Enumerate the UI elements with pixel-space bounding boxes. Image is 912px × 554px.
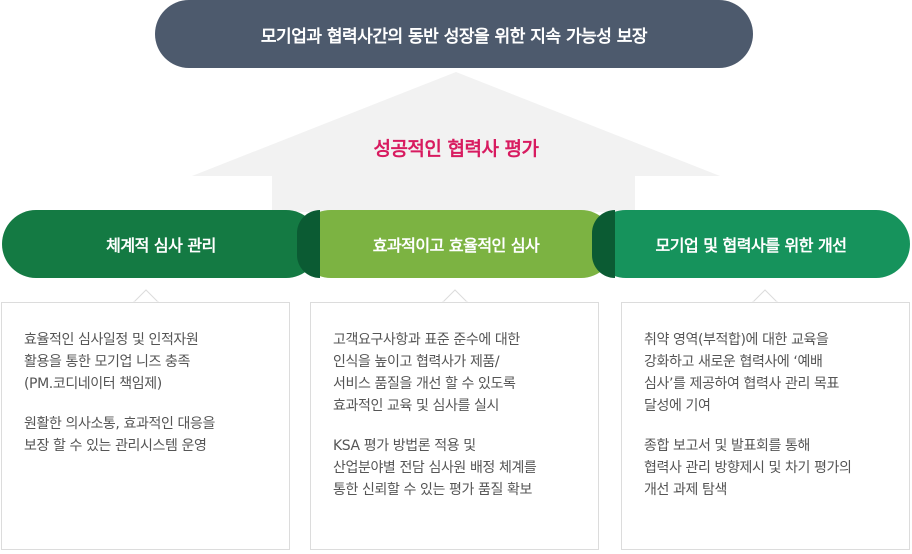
box-3-notch xyxy=(752,289,778,303)
box-1-notch xyxy=(133,289,159,303)
top-banner: 모기업과 협력사간의 동반 성장을 위한 지속 가능성 보장 xyxy=(155,0,753,68)
pillar-overlap-2 xyxy=(592,210,615,278)
pillar-2-paragraph-1: 고객요구사항과 표준 준수에 대한 인식을 높이고 협력사가 제품/ 서비스 품… xyxy=(333,332,520,414)
center-title: 성공적인 협력사 평가 xyxy=(373,138,539,160)
pillar-overlap-1 xyxy=(297,210,320,278)
pillar-1-label: 체계적 심사 관리 xyxy=(106,236,216,255)
pillar-1-header: 체계적 심사 관리 xyxy=(2,210,320,278)
pillar-3-paragraph-1: 취약 영역(부적합)에 대한 교육을 강화하고 새로운 협력사에 ‘예배 심사’… xyxy=(644,332,839,414)
pillar-3-header: 모기업 및 협력사를 위한 개선 xyxy=(592,210,910,278)
pillar-3-paragraph-2: 종합 보고서 및 발표회를 통해 협력사 관리 방향제시 및 차기 평가의 개선… xyxy=(644,438,852,498)
pillar-3-description-box: 취약 영역(부적합)에 대한 교육을 강화하고 새로운 협력사에 ‘예배 심사’… xyxy=(621,302,910,550)
pillar-2-paragraph-2: KSA 평가 방법론 적용 및 산업분야별 전담 심사원 배정 체계를 통한 신… xyxy=(333,438,537,498)
pillar-1-description-box: 효율적인 심사일정 및 인적자원 활용을 통한 모기업 니즈 충족 (PM.코디… xyxy=(1,302,290,550)
pillar-3-label: 모기업 및 협력사를 위한 개선 xyxy=(655,236,847,255)
top-banner-text: 모기업과 협력사간의 동반 성장을 위한 지속 가능성 보장 xyxy=(260,26,648,47)
pillar-2-description-box: 고객요구사항과 표준 준수에 대한 인식을 높이고 협력사가 제품/ 서비스 품… xyxy=(310,302,599,550)
pillar-2-header: 효과적이고 효율적인 심사 xyxy=(297,210,615,278)
pillar-2-label: 효과적이고 효율적인 심사 xyxy=(372,236,540,255)
arrow-body xyxy=(192,72,720,212)
pillar-1-paragraph-2: 원활한 의사소통, 효과적인 대응을 보장 할 수 있는 관리시스템 운영 xyxy=(24,416,215,454)
pillar-1-paragraph-1: 효율적인 심사일정 및 인적자원 활용을 통한 모기업 니즈 충족 (PM.코디… xyxy=(24,332,199,392)
box-2-notch xyxy=(442,289,468,303)
